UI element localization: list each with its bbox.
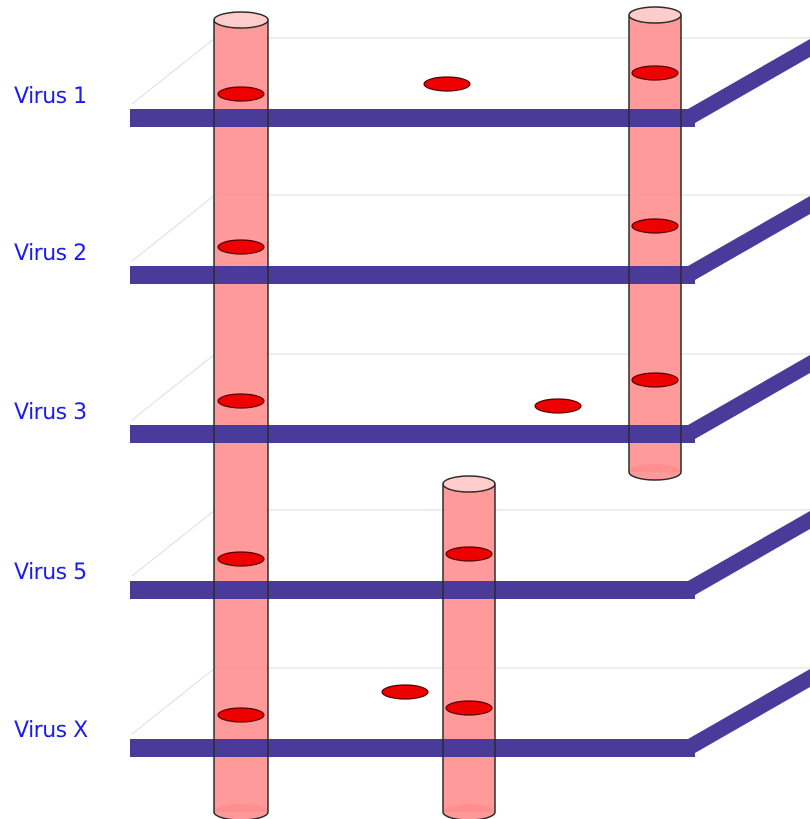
layer-track <box>130 109 695 127</box>
layer-label-virus-3: Virus 3 <box>14 400 87 425</box>
red-marker <box>445 546 493 562</box>
red-marker <box>631 372 679 388</box>
cylinder-outlines <box>213 6 682 819</box>
red-marker <box>381 684 429 700</box>
plane-edge-left <box>131 667 216 735</box>
layer-track <box>130 425 695 443</box>
red-marker <box>445 700 493 716</box>
layer-track <box>130 581 695 599</box>
plane-edge-left <box>131 194 216 262</box>
layer-track-slant <box>688 669 810 757</box>
layer-tracks <box>130 39 810 757</box>
cylinder-body <box>629 15 681 472</box>
layer-label-virus-x: Virus X <box>14 718 88 743</box>
cylinder-top <box>442 475 496 493</box>
layer-track-slant <box>688 196 810 284</box>
layer-track-slant <box>688 355 810 443</box>
plane-edge-left <box>131 353 216 421</box>
plane-edge-left <box>131 37 216 105</box>
layer-label-virus-5: Virus 5 <box>14 560 87 585</box>
red-marker <box>631 218 679 234</box>
layer-track <box>130 266 695 284</box>
intersection-markers <box>217 65 679 723</box>
red-marker <box>217 551 265 567</box>
red-marker <box>217 393 265 409</box>
layer-label-virus-1: Virus 1 <box>14 84 87 109</box>
layer-track-slant <box>688 39 810 127</box>
red-marker <box>217 86 265 102</box>
cylinder-bodies <box>214 15 681 819</box>
red-marker <box>534 398 582 414</box>
cylinder-bottom-edge <box>442 811 496 819</box>
cylinder-top <box>213 11 269 29</box>
cylinder-bottom <box>214 804 268 819</box>
layer-track <box>130 739 695 757</box>
red-marker <box>217 707 265 723</box>
cylinder-top <box>628 6 682 24</box>
cylinder-bottom-edge <box>213 811 269 819</box>
layer-track-slant <box>688 511 810 599</box>
red-marker <box>423 76 471 92</box>
cylinder-bottom-edge <box>628 471 682 481</box>
cylinder-bottom <box>629 464 681 480</box>
red-marker <box>217 239 265 255</box>
red-marker <box>631 65 679 81</box>
layer-planes <box>131 37 810 735</box>
cylinder-body <box>443 484 495 812</box>
plane-edge-left <box>131 509 216 577</box>
cylinder-body <box>214 20 268 812</box>
cylinder-bottom <box>443 804 495 819</box>
layer-label-virus-2: Virus 2 <box>14 241 87 266</box>
